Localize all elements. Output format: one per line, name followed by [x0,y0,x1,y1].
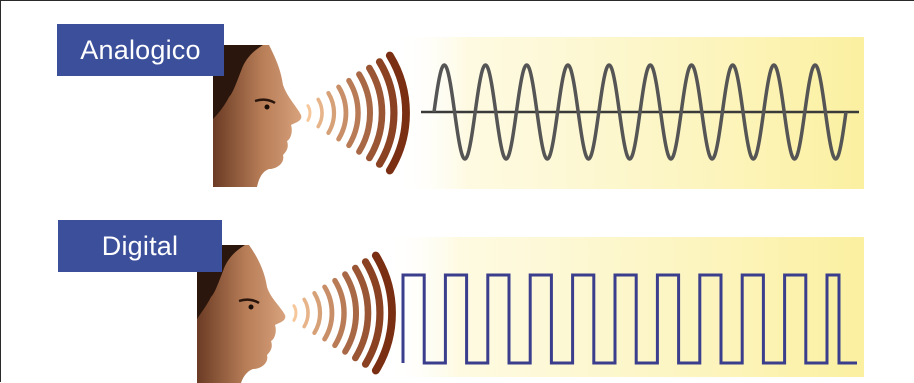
eye-digital [249,305,254,310]
digital-band [386,237,864,377]
digital-label: Digital [58,220,222,272]
sound-waves-analog [308,56,406,171]
analog-sound-arc-2 [318,99,322,126]
analog-sound-arc-3 [328,93,334,133]
face-analog [213,45,301,187]
eye-analog [265,105,270,110]
digital-sound-arc-5 [335,281,344,346]
analog-sound-arc-5 [349,81,358,146]
sound-waves-digital [294,256,392,371]
digital-sound-arc-3 [314,293,320,333]
analog-sound-arc-1 [308,106,310,121]
digital-sound-arc-2 [304,299,308,326]
analog-sound-arc-4 [339,87,346,139]
digital-sound-arc-4 [325,287,332,339]
analog-label: Analogico [57,24,224,76]
digital-sound-arc-1 [294,306,296,321]
